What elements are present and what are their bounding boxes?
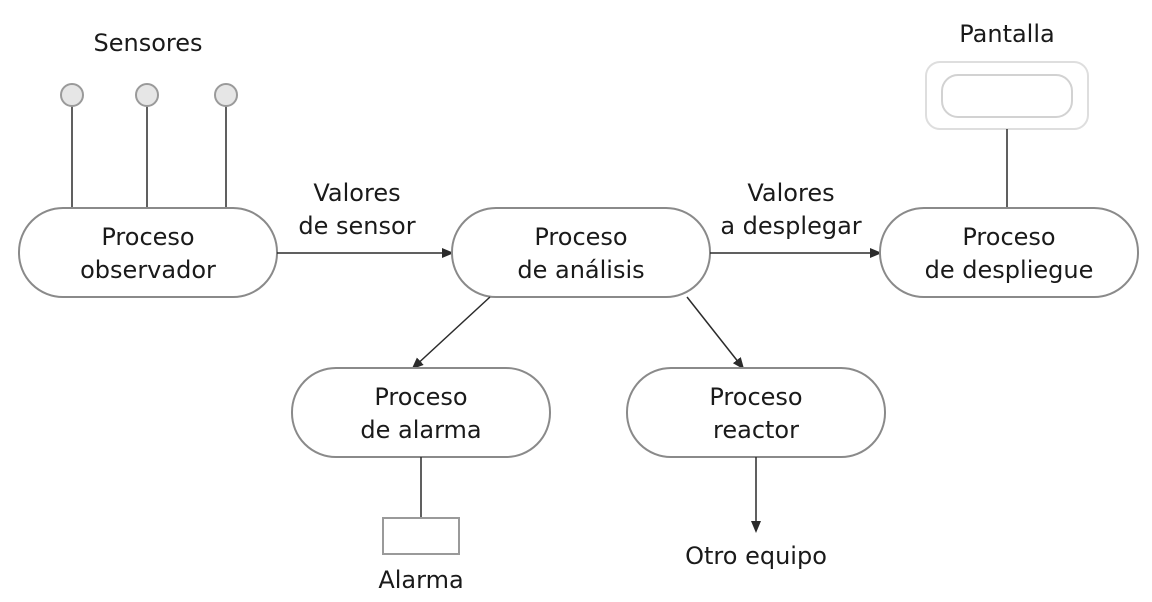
sensors-label: Sensores (93, 29, 202, 57)
alarm-process-node: Proceso de alarma (291, 367, 551, 458)
display-values-line1: Valores (747, 179, 834, 207)
reactor-process-line2: reactor (713, 416, 799, 444)
other-equipment-label: Otro equipo (685, 542, 827, 570)
observer-process-node: Proceso observador (18, 207, 278, 298)
analysis-process-node: Proceso de análisis (451, 207, 711, 298)
alarm-label: Alarma (378, 566, 463, 594)
observer-process-line1: Proceso (101, 223, 194, 251)
analysis-process-line2: de análisis (517, 256, 644, 284)
alarm-device-icon (382, 517, 460, 555)
alarm-process-line1: Proceso (374, 383, 467, 411)
analysis-to-alarm-arrow (411, 296, 491, 370)
sensor-2-icon (135, 83, 159, 107)
sensor-values-line1: Valores (313, 179, 400, 207)
display-process-line2: de despliegue (925, 256, 1094, 284)
display-icon (925, 61, 1089, 130)
sensor-values-line2: de sensor (298, 212, 415, 240)
display-values-line2: a desplegar (720, 212, 861, 240)
reactor-process-line1: Proceso (709, 383, 802, 411)
display-label: Pantalla (959, 20, 1054, 48)
sensor-3-icon (214, 83, 238, 107)
sensor-group (60, 83, 238, 208)
analysis-to-reactor-arrow (686, 296, 745, 370)
reactor-process-node: Proceso reactor (626, 367, 886, 458)
sensor-1-icon (60, 83, 84, 107)
observer-process-line2: observador (80, 256, 216, 284)
alarm-process-line2: de alarma (360, 416, 481, 444)
analysis-process-line1: Proceso (534, 223, 627, 251)
display-process-node: Proceso de despliegue (879, 207, 1139, 298)
display-process-line1: Proceso (962, 223, 1055, 251)
